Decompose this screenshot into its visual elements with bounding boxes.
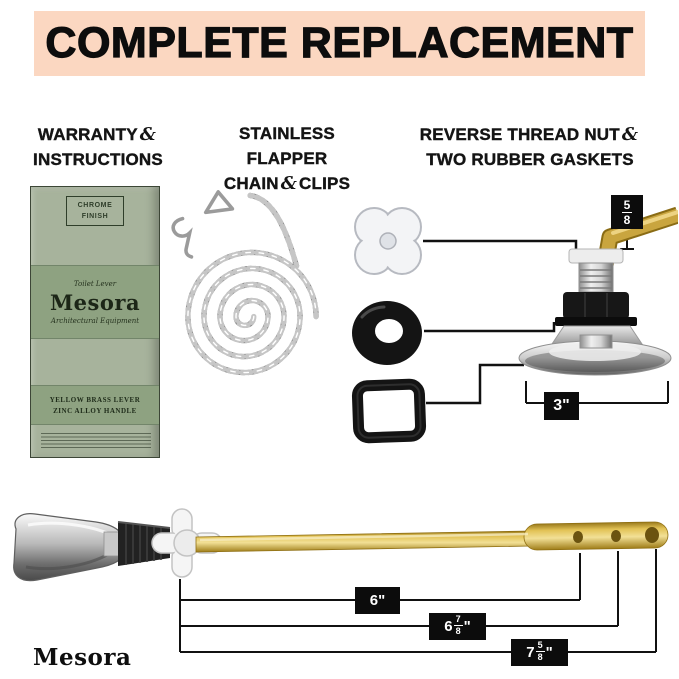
chain-strand-light bbox=[247, 192, 300, 269]
connector-lines bbox=[423, 239, 578, 405]
threaded-shank bbox=[578, 262, 614, 293]
banner: COMPLETE REPLACEMENT bbox=[34, 11, 645, 76]
box-script-bottom: Architectural Equipment bbox=[50, 316, 140, 325]
brand-panel: Toilet Lever Mesora Architectural Equipm… bbox=[31, 265, 159, 339]
clover-gasket bbox=[354, 207, 422, 275]
column-header-chain: STAINLESS FLAPPER CHAIN&CLIPS bbox=[197, 122, 377, 197]
banner-title: COMPLETE REPLACEMENT bbox=[45, 18, 634, 67]
header-line: REVERSE THREAD NUT bbox=[419, 125, 620, 144]
header-line: CLIPS bbox=[299, 174, 351, 194]
lever-dimension-lines bbox=[179, 549, 657, 653]
square-gasket bbox=[351, 378, 427, 444]
header-line: CHAIN bbox=[223, 174, 279, 194]
column-header-nut-gaskets: REVERSE THREAD NUT& TWO RUBBER GASKETS bbox=[403, 122, 657, 173]
dim-unit: " bbox=[463, 618, 471, 635]
dim-whole: 6 bbox=[444, 618, 453, 635]
dim-flange-3in: 3" bbox=[544, 392, 579, 420]
footer-brand-logo: Mesora bbox=[33, 644, 132, 671]
box-spec-1: YELLOW BRASS LEVER bbox=[49, 395, 141, 404]
dim-whole: 7 bbox=[526, 644, 535, 661]
nut-assembly bbox=[518, 206, 678, 376]
fraction-numerator: 5 bbox=[535, 640, 545, 652]
product-box: CHROME FINISH Toilet Lever Mesora Archit… bbox=[30, 186, 160, 458]
fraction-numerator: 5 bbox=[621, 197, 633, 213]
fraction-denominator: 8 bbox=[537, 652, 543, 662]
reverse-thread-nut bbox=[563, 292, 629, 319]
box-script-top: Toilet Lever bbox=[73, 279, 117, 288]
s-hook-clip-icon bbox=[171, 216, 194, 259]
lever-rod bbox=[195, 521, 669, 553]
triangle-clip-icon bbox=[203, 190, 235, 215]
chain-illustration bbox=[171, 190, 319, 376]
rod-hole-2 bbox=[611, 530, 621, 542]
mounting-cone bbox=[117, 521, 171, 566]
header-line: INSTRUCTIONS bbox=[33, 149, 163, 169]
fraction-numerator: 7 bbox=[453, 614, 463, 626]
dim-lever-6in: 6" bbox=[355, 587, 400, 614]
fraction-denominator: 8 bbox=[623, 212, 631, 227]
box-spec-2: ZINC ALLOY HANDLE bbox=[53, 406, 137, 415]
finish-badge: CHROME FINISH bbox=[66, 196, 124, 227]
rod-hole-3 bbox=[645, 527, 659, 543]
round-gasket bbox=[352, 301, 422, 365]
header-line: WARRANTY bbox=[37, 125, 138, 144]
lever-illustration bbox=[13, 508, 669, 653]
fraction-denominator: 8 bbox=[455, 626, 461, 636]
ampersand: & bbox=[280, 173, 298, 195]
ampersand: & bbox=[621, 124, 639, 145]
header-line: TWO RUBBER GASKETS bbox=[426, 149, 634, 169]
fine-print-lines bbox=[41, 433, 151, 448]
box-brand: Mesora bbox=[49, 289, 141, 315]
dim-unit: " bbox=[545, 644, 553, 661]
column-header-warranty: WARRANTY& INSTRUCTIONS bbox=[18, 122, 178, 173]
chain-spiral bbox=[185, 249, 319, 376]
nut-and-gaskets-illustration bbox=[351, 206, 678, 444]
collar bbox=[568, 248, 624, 264]
header-line: STAINLESS FLAPPER bbox=[239, 124, 335, 168]
ampersand: & bbox=[139, 124, 157, 145]
rod-hole-1 bbox=[573, 531, 583, 543]
spec-panel: YELLOW BRASS LEVER ZINC ALLOY HANDLE bbox=[31, 385, 159, 425]
